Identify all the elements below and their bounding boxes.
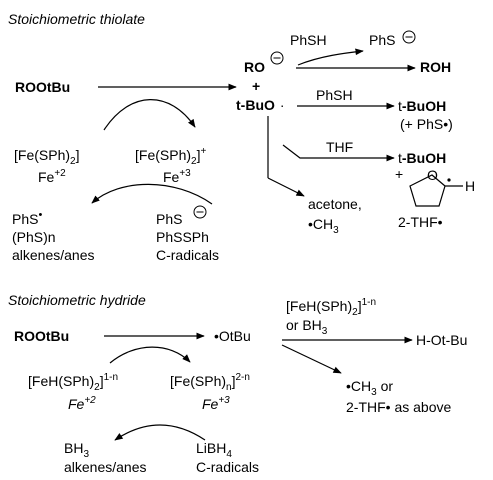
reactant-rootbu-2: ROOtBu: [14, 328, 69, 344]
reagent-phsh-1: PhSH: [290, 32, 327, 48]
section-title-hydride: Stoichiometric hydride: [8, 292, 146, 308]
side-product-methyl: •CH3 or: [346, 378, 393, 398]
fe3-label-2: Fe+3: [202, 395, 230, 412]
tbuo-radical: t-BuO·: [236, 97, 285, 113]
fe-thiolate-complex: [Fe(SPh)n]2-n: [170, 372, 250, 393]
product-2-thf-radical: 2-THF•: [398, 214, 443, 230]
product-roh: ROH: [420, 59, 451, 75]
left-product-bh3: BH3: [64, 440, 89, 460]
thf-radical-ring: [409, 174, 463, 207]
ro-anion: RO: [244, 59, 265, 75]
cycle-arrow-lower-2: [114, 424, 206, 441]
product-h-otbu: H-Ot-Bu: [416, 332, 467, 348]
reagent-bh3: or BH3: [286, 317, 328, 337]
left-product-alkenes: alkenes/anes: [12, 247, 95, 263]
minus-circle-icon: [402, 30, 416, 44]
fe2-label-2: Fe+2: [68, 395, 96, 412]
product-tbuoh-1: t-BuOH: [398, 98, 446, 114]
cycle-arrow-upper: [103, 99, 196, 131]
left-product-phs-n: (PhS)n: [12, 229, 56, 245]
right-product-phssph: PhSSPh: [156, 229, 209, 245]
thf-plus-sign: +: [395, 166, 403, 182]
right-product-phs-anion: PhS: [156, 211, 182, 227]
cycle-arrow-lower: [91, 183, 213, 205]
fe-hydride-complex: [FeH(SPh)2]1-n: [28, 372, 118, 393]
fe3-complex: [Fe(SPh)2]+: [135, 146, 206, 167]
product-tbuoh-2: t-BuOH: [398, 150, 446, 166]
ring-oxygen: O: [427, 167, 438, 183]
phs-radical-note: (+ PhS•): [400, 116, 453, 132]
reagent-feh-complex: [FeH(SPh)2]1-n: [286, 297, 376, 318]
side-product-thf: 2-THF• as above: [346, 399, 451, 415]
fe3-label: Fe+3: [163, 168, 191, 185]
fe2-complex: [Fe(SPh)2]: [14, 147, 79, 167]
reagent-phsh-2: PhSH: [316, 87, 353, 103]
arrow-to-side-products: [281, 344, 342, 374]
ring-hydrogen: H: [465, 178, 475, 194]
reagent-thf: THF: [326, 139, 353, 155]
cycle-arrow-upper-2: [109, 346, 191, 364]
right-product-libh4: LiBH4: [196, 440, 232, 460]
right-product-c-radicals-2: C-radicals: [196, 459, 259, 475]
arrow-to-phs-anion: [297, 48, 364, 66]
phs-anion-product: PhS: [369, 32, 395, 48]
otbu-radical: •OtBu: [214, 328, 251, 344]
fe2-label: Fe+2: [38, 168, 66, 185]
product-methyl-radical: •CH3: [308, 216, 339, 236]
section-title-thiolate: Stoichiometric thiolate: [8, 11, 145, 27]
arrow-to-acetone: [267, 177, 305, 197]
reactant-rootbu: ROOtBu: [15, 79, 70, 95]
arrow-to-tbuoh-2: [282, 144, 395, 162]
right-product-c-radicals: C-radicals: [156, 247, 219, 263]
product-acetone: acetone,: [308, 196, 362, 212]
minus-circle-icon: [193, 205, 207, 219]
plus-sign: +: [252, 78, 260, 94]
left-product-alkenes-2: alkenes/anes: [64, 459, 147, 475]
minus-circle-icon: [270, 51, 284, 65]
left-product-phs-radical: PhS•: [12, 209, 42, 227]
